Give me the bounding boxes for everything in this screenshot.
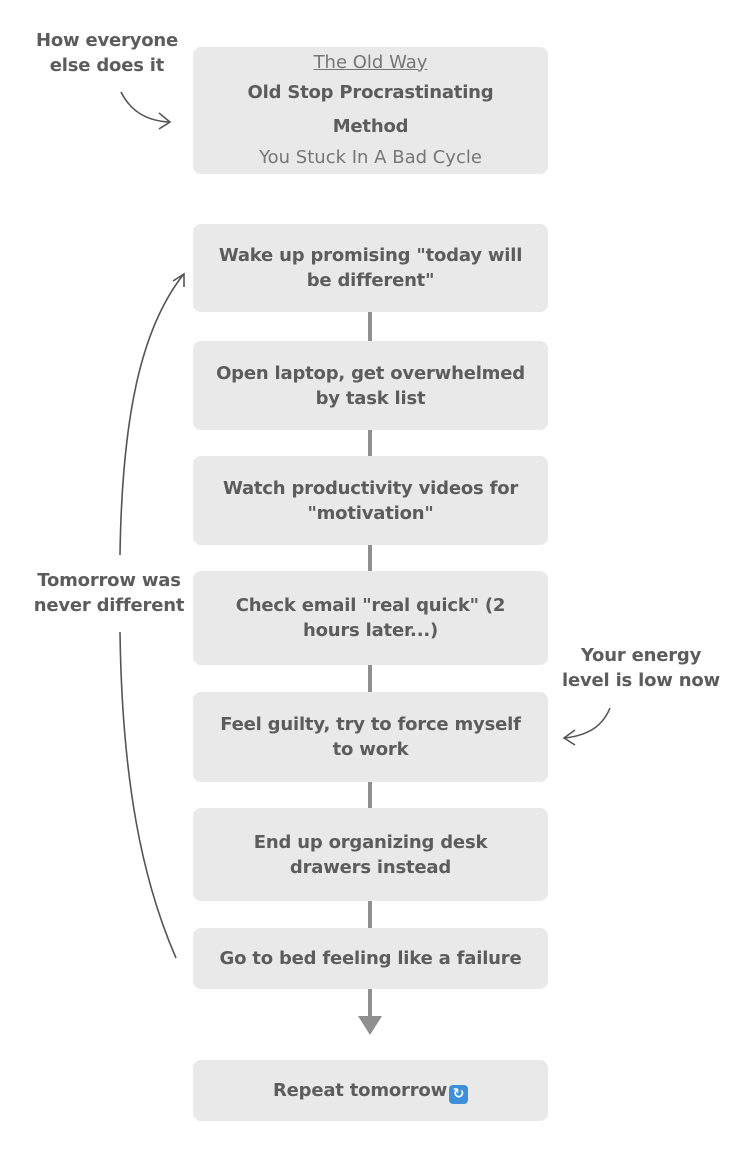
header-title: Old Stop Procrastinating Method	[247, 81, 494, 137]
note-line: Your energy	[580, 645, 702, 666]
connector-line	[368, 782, 372, 808]
step-box-7: Go to bed feeling like a failure	[193, 928, 548, 989]
step-box-6: End up organizing desk drawers instead	[193, 808, 548, 901]
step-box-4: Check email "real quick" (2 hours later.…	[193, 571, 548, 665]
connector-line	[368, 312, 372, 341]
note-line: level is low now	[562, 670, 720, 691]
connector-line	[368, 665, 372, 692]
step-box-5: Feel guilty, try to force myself to work	[193, 692, 548, 782]
step-text: Open laptop, get overwhelmed by task lis…	[216, 362, 525, 409]
note-line: never different	[33, 595, 185, 616]
step-box-3: Watch productivity videos for "motivatio…	[193, 456, 548, 545]
arrow-head	[562, 729, 576, 746]
connector-line	[368, 989, 372, 1017]
curved-arrow-top-left	[120, 91, 171, 123]
step-box-1: Wake up promising "today will be differe…	[193, 224, 548, 312]
step-text: Check email "real quick" (2 hours later.…	[235, 595, 506, 641]
final-label: Repeat tomorrow	[272, 1079, 448, 1101]
connector-line	[368, 545, 372, 571]
step-text: End up organizing desk drawers instead	[253, 831, 488, 878]
connector-line	[368, 430, 372, 456]
step-box-2: Open laptop, get overwhelmed by task lis…	[193, 341, 548, 430]
repeat-icon: ↻	[449, 1084, 469, 1104]
curved-arrow-right	[564, 707, 611, 739]
note-how-everyone: How everyone else does it	[24, 28, 190, 78]
step-text: Feel guilty, try to force myself to work	[220, 714, 521, 760]
final-box: Repeat tomorrow↻	[193, 1060, 548, 1121]
loop-curve-lower	[119, 631, 177, 959]
note-line: Tomorrow was	[37, 570, 181, 591]
arrow-head	[172, 272, 185, 287]
step-text: Wake up promising "today will be differe…	[218, 245, 523, 291]
step-text: Go to bed feeling like a failure	[219, 948, 522, 969]
note-line: How everyone	[35, 30, 179, 51]
note-energy: Your energy level is low now	[558, 643, 724, 693]
header-box: The Old Way Old Stop Procrastinating Met…	[193, 47, 548, 174]
connector-line	[368, 901, 372, 928]
note-line: else does it	[49, 55, 165, 76]
down-arrow-head	[358, 1016, 382, 1035]
loop-curve-upper	[119, 274, 184, 556]
note-tomorrow: Tomorrow was never different	[20, 568, 198, 618]
step-text: Watch productivity videos for "motivatio…	[222, 477, 519, 524]
arrow-head	[158, 112, 172, 130]
final-text: Repeat tomorrow↻	[272, 1078, 469, 1104]
header-subtitle: You Stuck In A Bad Cycle	[259, 146, 482, 168]
header-link[interactable]: The Old Way	[313, 51, 428, 73]
